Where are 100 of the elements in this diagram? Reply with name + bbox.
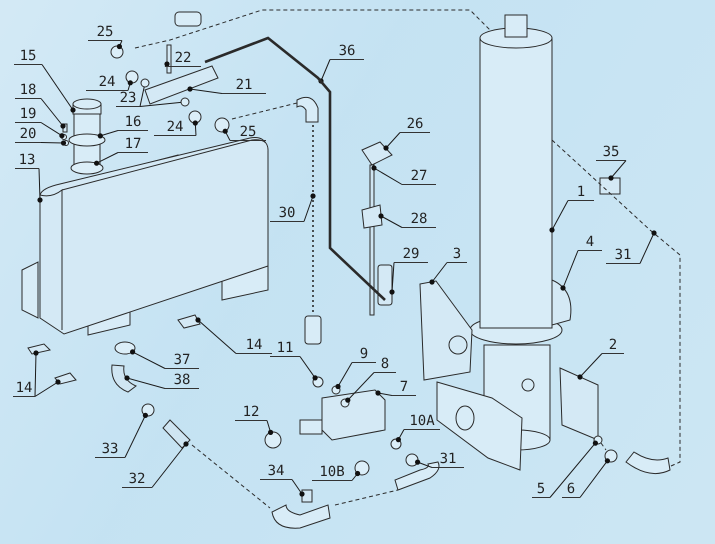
- oil-tank: [40, 137, 268, 334]
- hose-line: [312, 125, 314, 314]
- callout-number: 26: [400, 116, 430, 133]
- callout-number: 14: [236, 337, 272, 354]
- leader-line: [98, 130, 118, 138]
- leader-line: [371, 165, 402, 185]
- callout-number: 3: [447, 246, 467, 263]
- leader-line: [130, 349, 166, 369]
- callout-number: 14: [13, 380, 35, 397]
- leader-line: [335, 362, 352, 390]
- callout-number: 8: [374, 356, 396, 373]
- leader-line: [187, 86, 222, 94]
- leader-line: [40, 122, 64, 138]
- leader-line: [429, 262, 448, 285]
- callout-number: 37: [165, 352, 199, 369]
- leader-line: [124, 412, 148, 458]
- callout-number: 16: [118, 114, 148, 131]
- seal-ring: [188, 110, 202, 124]
- leader-line: [389, 262, 395, 295]
- callout-number: 27: [402, 168, 436, 185]
- leader-line: [383, 132, 400, 151]
- filler-cap: [72, 98, 102, 114]
- leader-line: [140, 86, 145, 107]
- flange: [70, 162, 104, 174]
- callout-number: 10A: [404, 413, 440, 430]
- callout-number: 20: [15, 126, 41, 143]
- leader-line: [42, 64, 76, 113]
- leader-line: [608, 160, 626, 181]
- mounting-bracket: [419, 280, 472, 381]
- leader-line: [292, 479, 305, 497]
- leader-line: [300, 356, 318, 380]
- callout-number: 25: [88, 24, 122, 41]
- callout-number: 29: [394, 246, 428, 263]
- coupling: [264, 432, 282, 448]
- callout-number: 23: [116, 90, 140, 107]
- leader-line: [378, 213, 402, 228]
- leader-line: [550, 440, 598, 498]
- callout-number: 19: [15, 106, 41, 123]
- leader-line: [415, 460, 432, 468]
- fitting: [302, 490, 312, 502]
- hose-line: [552, 140, 680, 466]
- hose-clamp: [142, 404, 154, 416]
- leader-line: [640, 230, 657, 264]
- callout-number: 10B: [312, 464, 352, 481]
- callout-number: 38: [165, 372, 199, 389]
- valve: [378, 264, 392, 306]
- leader-line: [304, 193, 316, 222]
- leader-line: [580, 458, 610, 498]
- leader-line: [560, 250, 578, 291]
- callout-number: 22: [165, 50, 201, 67]
- leader-line: [34, 379, 61, 397]
- plate: [54, 372, 77, 385]
- leader-line: [94, 152, 118, 166]
- callout-number: 31: [432, 451, 464, 468]
- hydraulic-pump: [322, 389, 386, 441]
- callout-number: 17: [118, 136, 148, 153]
- callout-number: 32: [122, 471, 152, 488]
- leader-line: [222, 128, 230, 141]
- leader-line: [266, 420, 274, 435]
- callout-number: 18: [15, 82, 41, 99]
- leader-line: [396, 429, 404, 442]
- o-ring: [180, 98, 190, 106]
- callout-number: 15: [14, 48, 42, 65]
- leader-line: [124, 375, 166, 389]
- leader-line: [128, 80, 133, 91]
- leader-line: [345, 372, 374, 403]
- leader-line: [549, 200, 568, 233]
- leader-line: [40, 98, 66, 129]
- leader-line: [192, 120, 198, 136]
- plate: [27, 343, 51, 355]
- leader-line: [40, 140, 66, 146]
- leader-line: [164, 61, 170, 67]
- leader-line: [375, 390, 392, 396]
- pin: [62, 124, 68, 132]
- leader-line: [140, 102, 182, 107]
- plate: [177, 314, 201, 329]
- flange: [68, 134, 106, 146]
- leader-line: [152, 441, 189, 488]
- o-ring: [140, 78, 150, 88]
- washer: [61, 134, 67, 140]
- callout-number: 24: [86, 74, 128, 91]
- callout-number: 24: [154, 119, 196, 136]
- leader-line: [33, 350, 39, 397]
- hydraulic-pipe: [204, 36, 386, 301]
- callout-number: 34: [260, 463, 292, 480]
- seal-ring: [126, 70, 138, 84]
- leader-line: [37, 168, 43, 203]
- leader-line: [195, 317, 236, 354]
- callout-number: 11: [270, 340, 300, 357]
- callout-number: 9: [352, 346, 376, 363]
- bolt: [166, 44, 172, 74]
- elbow-pipe: [111, 364, 136, 392]
- pressure-gauge: [361, 141, 393, 166]
- callout-number: 12: [235, 404, 267, 421]
- hydraulic-cylinder: [480, 14, 552, 328]
- leader-line: [352, 470, 360, 481]
- leader-line: [577, 353, 602, 380]
- callout-number: 33: [95, 441, 125, 458]
- hose-clamp: [406, 454, 418, 466]
- washer: [63, 140, 69, 146]
